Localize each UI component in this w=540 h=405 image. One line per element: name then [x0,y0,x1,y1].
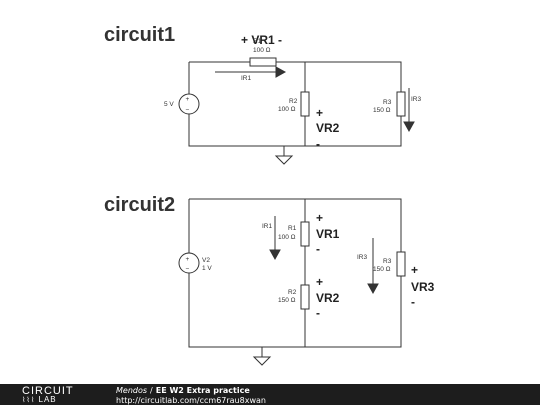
circuit1-resistor-r3[interactable] [396,91,406,117]
circuit2-vr3-label: VR3 [411,280,435,294]
circuit1-r3-value: 150 Ω [373,107,391,114]
circuit1-voltage-source[interactable]: + − [178,93,200,115]
circuit2-source-plus: + [186,256,190,263]
circuit1-vr2-minus: - [316,137,320,151]
circuit1-r1-name: R1 [253,38,262,45]
circuit2-resistor-r3[interactable] [396,251,406,277]
circuit1-source-plus: + [186,96,190,103]
circuit1-title: circuit1 [104,24,175,46]
circuit1-source-value: 5 V [164,101,174,108]
circuit2-resistor-r1[interactable] [300,221,310,247]
circuit2-wires [188,198,402,357]
circuit2-ir1-arrow [269,216,281,261]
circuit2-ground-icon [252,356,272,366]
circuit1-resistor-r2[interactable] [300,91,310,117]
circuit2-source-minus: − [186,266,190,273]
project-title[interactable]: EE W2 Extra practice [155,386,250,395]
author-separator: / [150,386,153,395]
circuit1-ground-icon [274,155,294,165]
circuit1-resistor-r1[interactable] [249,57,277,67]
circuit1-ir3-arrow [403,88,415,133]
circuit2-vr3-minus: - [411,295,415,309]
circuit1-source-minus: − [186,107,190,114]
circuit2-vr3-plus: + [411,263,418,277]
circuit2-ir3-arrow [367,238,379,295]
circuit1-ir1-label: IR1 [241,75,252,82]
circuit2-title: circuit2 [104,194,175,216]
circuit1-r2-value: 100 Ω [278,106,296,113]
circuit2-r2-value: 150 Ω [278,297,296,304]
circuit2-ir1-label: IR1 [262,223,273,230]
logo-text-lab: LAB [38,395,57,404]
circuit1-ir3-label: IR3 [411,96,422,103]
author-link[interactable]: Mendos [116,386,148,395]
circuit2-vr2-plus: + [316,275,323,289]
circuit1-r2-name: R2 [289,98,298,105]
circuit2-r3-value: 150 Ω [373,266,391,273]
circuit2-r1-name: R1 [288,225,297,232]
circuit1-vr2-label: VR2 [316,121,340,135]
circuit2-r1-value: 100 Ω [278,234,296,241]
circuitlab-logo[interactable]: CIRCUIT [22,385,74,397]
author-line: Mendos/EE W2 Extra practice [116,386,250,395]
circuit1-vr2-plus: + [316,106,323,120]
circuitlab-logo-lab: ⌇⌇⌇ LAB [22,395,57,404]
circuit2-r2-name: R2 [288,289,297,296]
circuit2-source-value: 1 V [202,265,212,272]
logo-text-circuit: CIRCUIT [22,385,74,397]
resistor-icon: ⌇⌇⌇ [22,396,36,404]
project-url-link[interactable]: http://circuitlab.com/ccm67rau8xwan [116,396,266,405]
circuit1-r1-value: 100 Ω [253,47,271,54]
circuit2-vr2-minus: - [316,306,320,320]
footer-bar: CIRCUIT ⌇⌇⌇ LAB Mendos/EE W2 Extra pract… [0,384,540,405]
circuit2-vr2-label: VR2 [316,291,340,305]
circuit2-vr1-minus: - [316,242,320,256]
circuit1-r3-name: R3 [383,99,392,106]
schematic-canvas: circuit1 + − 5 V R1 100 Ω + VR1 - IR1 R2… [104,24,435,366]
circuit2-resistor-r2[interactable] [300,284,310,310]
circuit2-source-name: V2 [202,257,210,264]
circuit1-vr1-label: + VR1 - [241,33,282,47]
circuit2-r3-name: R3 [383,258,392,265]
circuit2-voltage-source[interactable]: + − [178,252,200,274]
circuit2-vr1-plus: + [316,211,323,225]
circuit2-vr1-label: VR1 [316,227,340,241]
circuit1-ir1-arrow [215,66,287,78]
circuit2-ir3-label: IR3 [357,254,368,261]
